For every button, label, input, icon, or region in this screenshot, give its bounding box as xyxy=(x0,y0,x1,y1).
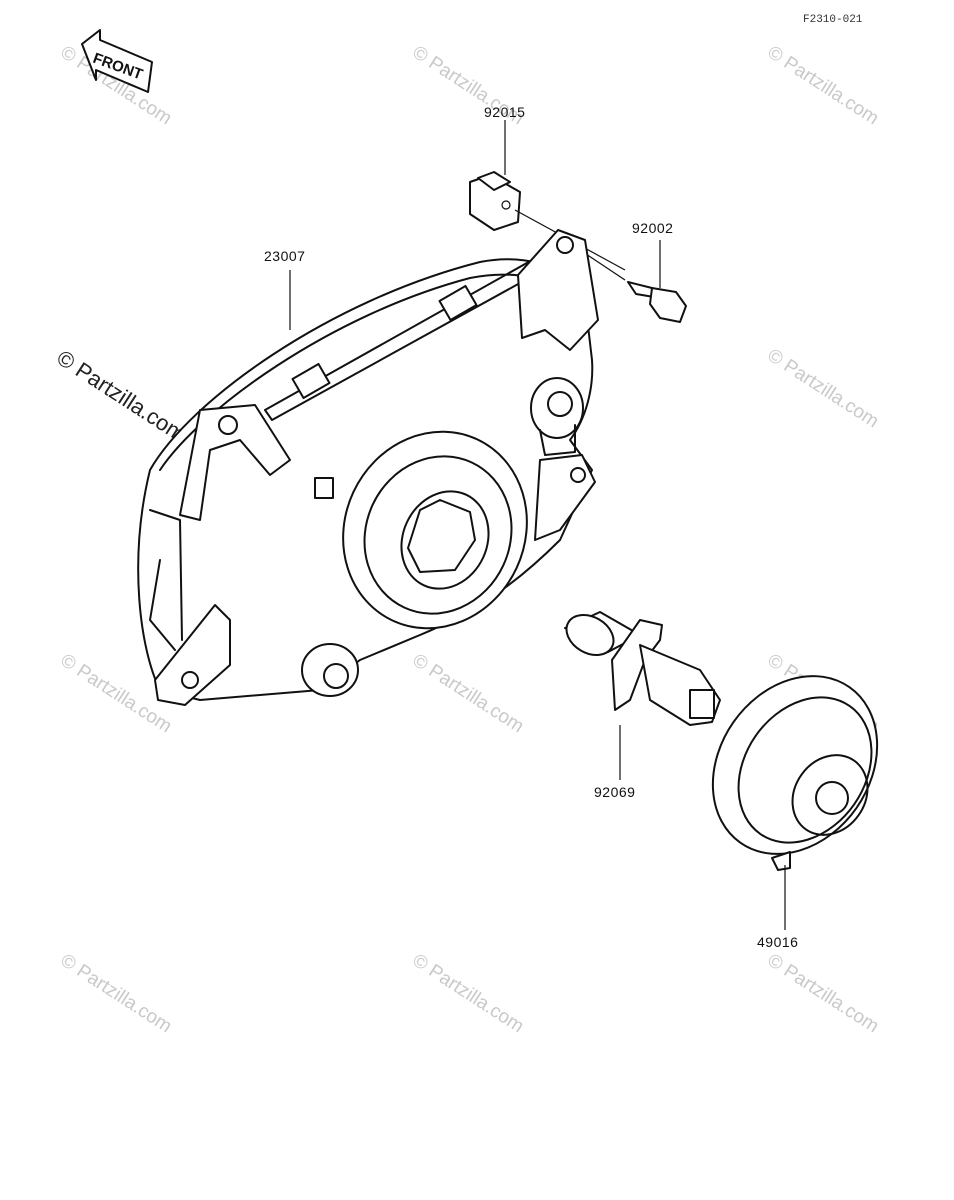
headlight-unit-part xyxy=(137,229,599,706)
part-label-23007: 23007 xyxy=(264,248,306,264)
reference-code: F2310-021 xyxy=(803,14,863,26)
part-label-49016: 49016 xyxy=(757,934,799,950)
part-label-92015: 92015 xyxy=(484,104,526,120)
dust-cap-part xyxy=(711,675,879,930)
bracket-nut-part xyxy=(469,120,626,271)
bulb-part xyxy=(564,611,721,780)
part-label-92002: 92002 xyxy=(632,220,674,236)
part-label-92069: 92069 xyxy=(594,784,636,800)
front-arrow-icon: FRONT xyxy=(81,29,153,93)
bolt-part xyxy=(579,240,687,323)
